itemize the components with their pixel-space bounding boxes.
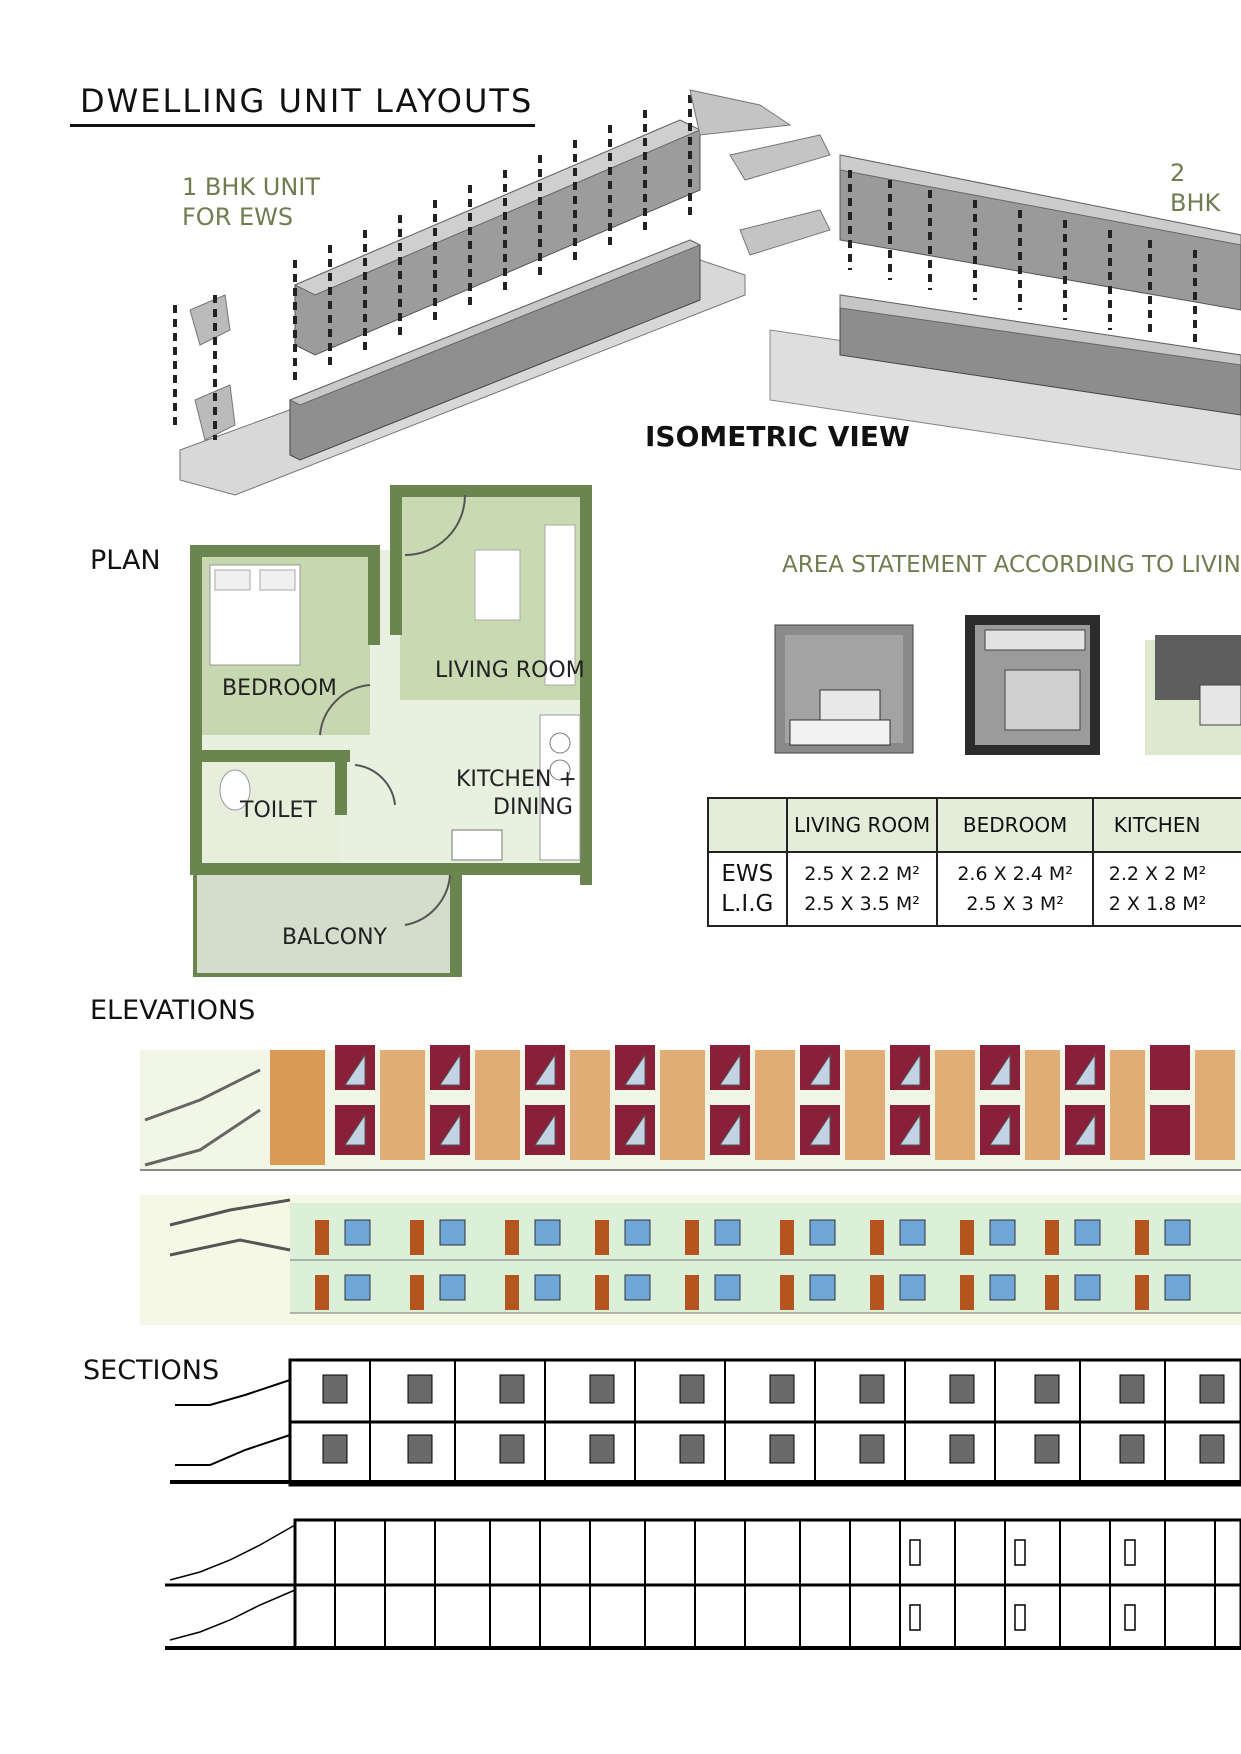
isometric-drawing <box>173 89 1241 496</box>
lig-bedroom: 2.5 X 3 M² <box>966 893 1064 915</box>
col-empty <box>707 797 788 853</box>
lig-kitchen: 2 X 1.8 M² <box>1108 893 1207 915</box>
lig-living: 2.5 X 3.5 M² <box>804 893 920 915</box>
area-table: LIVING ROOM BEDROOM KITCHEN EWS L.I.G 2.… <box>707 797 1241 927</box>
row-label-ews: EWS <box>721 861 774 887</box>
area-table-header: LIVING ROOM BEDROOM KITCHEN <box>707 797 1241 853</box>
rear-elevation <box>140 1195 1241 1325</box>
room-thumbnails <box>774 615 1241 755</box>
room-living: LIVING ROOM <box>435 658 585 683</box>
label-2bhk: 2 BHK <box>1170 159 1221 217</box>
ews-living: 2.5 X 2.2 M² <box>804 863 920 885</box>
sections-heading: SECTIONS <box>83 1355 220 1386</box>
col-kitchen: KITCHEN <box>1091 797 1241 853</box>
iso-middle-stairs <box>689 89 831 256</box>
label-1bhk: 1 BHK UNIT FOR EWS <box>182 172 320 232</box>
label-1bhk-line2: FOR EWS <box>182 203 294 231</box>
floor-plan <box>190 485 592 977</box>
elevations-heading: ELEVATIONS <box>90 995 256 1026</box>
room-balcony: BALCONY <box>282 925 387 950</box>
thumb-bedroom <box>965 615 1100 755</box>
section-b <box>165 1518 1241 1650</box>
iso-right-upper-block <box>839 154 1241 345</box>
row-label-lig: L.I.G <box>721 891 774 917</box>
room-kitchen-line1: KITCHEN + <box>456 767 577 792</box>
area-table-body: EWS L.I.G 2.5 X 2.2 M² 2.5 X 3.5 M² 2.6 … <box>707 851 1241 927</box>
room-toilet: TOILET <box>240 798 317 823</box>
title-underline <box>70 124 535 127</box>
ews-bedroom: 2.6 X 2.4 M² <box>957 863 1073 885</box>
section-a <box>170 1358 1241 1487</box>
iso-right-lower-block <box>769 294 1241 471</box>
ews-kitchen: 2.2 X 2 M² <box>1108 863 1207 885</box>
isometric-view-label: ISOMETRIC VIEW <box>645 420 910 453</box>
thumb-kitchen <box>1145 635 1241 755</box>
label-1bhk-line1: 1 BHK UNIT <box>182 173 321 201</box>
front-elevation <box>140 1045 1241 1171</box>
area-statement-title: AREA STATEMENT ACCORDING TO LIVIN <box>782 552 1241 578</box>
page-title: DWELLING UNIT LAYOUTS <box>80 82 534 120</box>
col-bedroom: BEDROOM <box>936 797 1094 853</box>
iso-left-lower-block <box>179 239 746 496</box>
plan-heading: PLAN <box>90 545 161 576</box>
thumb-living-room <box>774 624 914 754</box>
room-bedroom: BEDROOM <box>222 676 337 701</box>
room-kitchen-line2: DINING <box>493 795 573 820</box>
col-living: LIVING ROOM <box>785 797 939 853</box>
iso-left-stairs <box>173 294 236 441</box>
